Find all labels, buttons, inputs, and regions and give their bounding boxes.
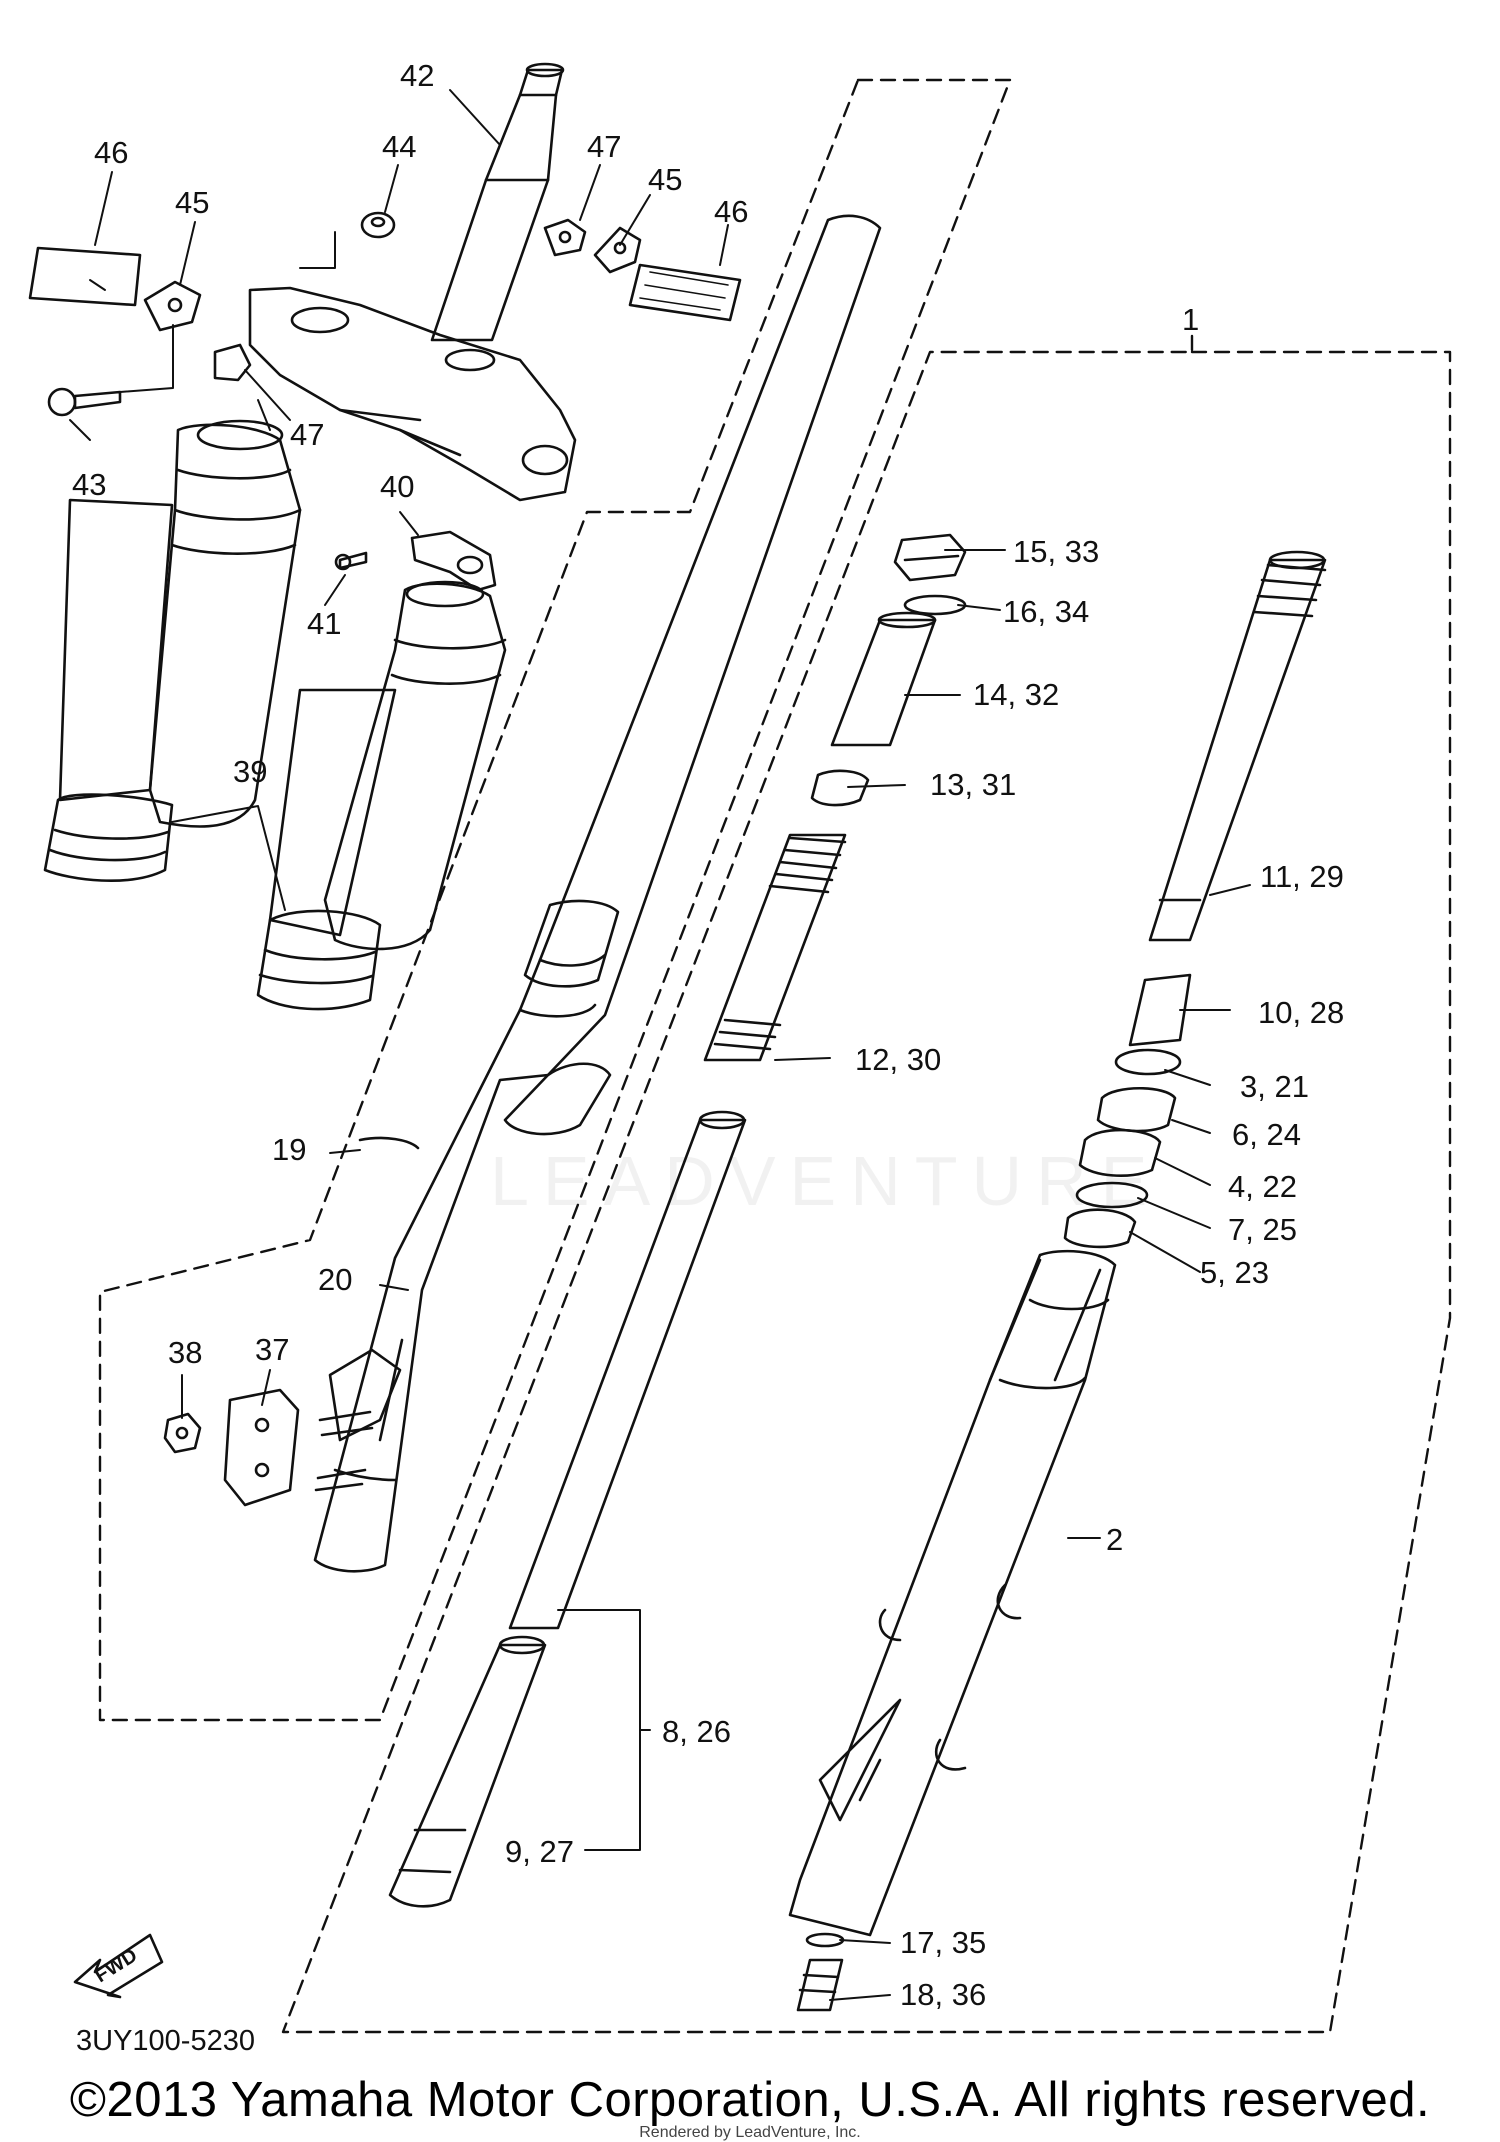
callout-46-left: 46 bbox=[94, 135, 128, 170]
part-3-dust-seal bbox=[1114, 1048, 1182, 1076]
callout-3-21: 3, 21 bbox=[1240, 1069, 1309, 1104]
fwd-label: FWD bbox=[91, 1944, 141, 1987]
part-12-spring bbox=[703, 833, 847, 1062]
callout-45-right: 45 bbox=[648, 162, 682, 197]
rendered-by-notice: Rendered by LeadVenture, Inc. bbox=[639, 2124, 861, 2141]
callout-20: 20 bbox=[318, 1262, 352, 1297]
center-components bbox=[388, 533, 967, 1908]
callout-47-top: 47 bbox=[587, 129, 621, 164]
callout-39: 39 bbox=[233, 754, 267, 789]
part-8-damper-rod bbox=[508, 1118, 747, 1630]
right-fork-components bbox=[788, 550, 1327, 2012]
callout-38: 38 bbox=[168, 1335, 202, 1370]
copyright-notice: ©2013 Yamaha Motor Corporation, U.S.A. A… bbox=[69, 2073, 1431, 2127]
callout-15-33: 15, 33 bbox=[1013, 534, 1099, 569]
callout-40: 40 bbox=[380, 469, 414, 504]
dashed-boundaries bbox=[98, 78, 1452, 2034]
callout-1: 1 bbox=[1182, 302, 1199, 337]
callout-16-34: 16, 34 bbox=[1003, 594, 1089, 629]
fwd-arrow-icon: FWD bbox=[73, 1933, 164, 1999]
fork-boot-right bbox=[323, 582, 507, 951]
part-15-cap-bolt bbox=[893, 533, 967, 582]
watermark-text: LEADVENTURE bbox=[490, 1142, 1161, 1220]
part-38-nut bbox=[163, 1412, 202, 1454]
part-47-nut-left bbox=[213, 343, 252, 382]
steering-stem bbox=[430, 68, 564, 342]
part-16-o-ring bbox=[903, 594, 967, 616]
part-37-bracket bbox=[223, 1388, 300, 1507]
part-10-collar bbox=[1128, 973, 1192, 1047]
fork-boot-left bbox=[148, 423, 302, 828]
callout-17-35: 17, 35 bbox=[900, 1925, 986, 1960]
callout-5-23: 5, 23 bbox=[1200, 1255, 1269, 1290]
callout-46-right: 46 bbox=[714, 194, 748, 229]
callout-19: 19 bbox=[272, 1132, 306, 1167]
part-11-inner-tube bbox=[1148, 558, 1327, 942]
part-40-clamp bbox=[410, 530, 497, 592]
callout-13-31: 13, 31 bbox=[930, 767, 1016, 802]
callout-4-22: 4, 22 bbox=[1228, 1169, 1297, 1204]
callout-44: 44 bbox=[382, 129, 416, 164]
part-18-bolt bbox=[796, 1958, 844, 2012]
part-47-nut-top bbox=[543, 218, 587, 257]
callout-2: 2 bbox=[1106, 1522, 1123, 1557]
part-code-label: 3UY100-5230 bbox=[76, 2025, 255, 2057]
upper-bracket-group bbox=[28, 62, 742, 502]
callout-9-27: 9, 27 bbox=[505, 1834, 574, 1869]
part-43-bolt bbox=[47, 387, 122, 417]
callout-12-30: 12, 30 bbox=[855, 1042, 941, 1077]
part-45-plate-left bbox=[143, 280, 202, 332]
callout-11-29: 11, 29 bbox=[1260, 859, 1344, 894]
callout-43: 43 bbox=[72, 467, 106, 502]
part-4-washer bbox=[1078, 1128, 1162, 1177]
callout-45-left: 45 bbox=[175, 185, 209, 220]
boundary-19 bbox=[98, 78, 1012, 1722]
boundary-1 bbox=[281, 350, 1452, 2034]
callout-47-left: 47 bbox=[290, 417, 324, 452]
leader-lines bbox=[69, 89, 1251, 2001]
callout-18-36: 18, 36 bbox=[900, 1977, 986, 2012]
fork-boots-group bbox=[43, 419, 507, 1011]
callout-6-24: 6, 24 bbox=[1232, 1117, 1301, 1152]
callout-37: 37 bbox=[255, 1332, 289, 1367]
part-13-collar bbox=[810, 769, 870, 807]
callout-labels: 42 46 45 44 47 45 46 1 47 43 40 41 39 15… bbox=[72, 58, 1344, 2057]
callout-10-28: 10, 28 bbox=[1258, 995, 1344, 1030]
part-6-oil-seal bbox=[1096, 1086, 1177, 1133]
part-44-grommet bbox=[360, 211, 396, 239]
part-17-washer bbox=[805, 1932, 845, 1948]
callout-8-26: 8, 26 bbox=[662, 1714, 731, 1749]
callout-14-32: 14, 32 bbox=[973, 677, 1059, 712]
callout-42: 42 bbox=[400, 58, 434, 93]
part-5-bushing bbox=[1063, 1208, 1137, 1249]
part-7-clip bbox=[1075, 1181, 1149, 1209]
part-2-outer-tube bbox=[788, 1249, 1117, 1937]
callout-41: 41 bbox=[307, 606, 341, 641]
callout-7-25: 7, 25 bbox=[1228, 1212, 1297, 1247]
part-41-screw bbox=[334, 551, 368, 571]
part-45-plate-right bbox=[593, 226, 642, 274]
upper-bracket bbox=[248, 286, 577, 502]
part-14-spacer bbox=[830, 618, 937, 747]
part-46-reflector-right bbox=[628, 263, 742, 322]
part-46-reflector-left bbox=[28, 246, 142, 307]
part-9-lower-tube bbox=[388, 1643, 547, 1908]
outer-tube-20 bbox=[163, 214, 882, 1573]
